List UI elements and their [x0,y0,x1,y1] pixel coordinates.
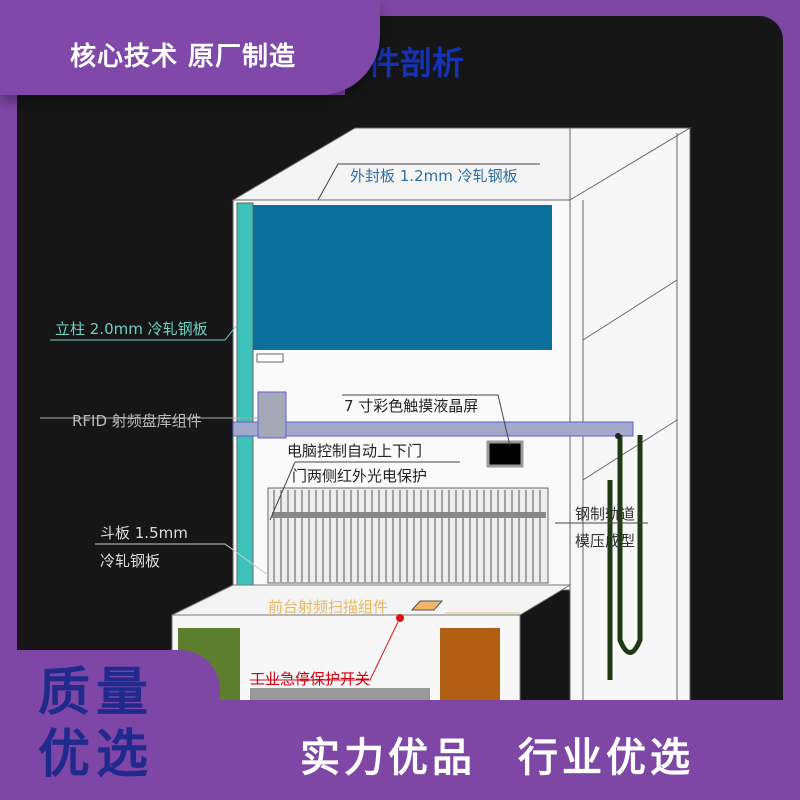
label-door-line2: 门两侧红外光电保护 [292,467,428,485]
label-rail-line2: 模压成型 [575,532,636,550]
label-tray-line1: 斗板 1.5mm [100,524,188,542]
label-scanner: 前台射频扫描组件 [268,598,389,616]
touch-screen [486,440,524,468]
steel-rail [607,435,643,680]
orange-door [440,628,500,713]
bottom-banner-text: 实力优品行业优选 [300,725,736,783]
teal-column [236,202,254,589]
label-tray-line2: 冷轧钢板 [100,552,161,570]
quality-badge [0,650,220,800]
banner-right: 行业优选 [518,735,694,781]
header-tab-text: 核心技术 原厂制造 [70,42,297,72]
label-column: 立柱 2.0mm 冷轧钢板 [55,320,208,338]
rfid-bar [232,421,634,437]
label-outer-panel: 外封板 1.2mm 冷轧钢板 [350,167,518,185]
label-rfid: RFID 射频盘库组件 [72,412,202,430]
rfid-box [257,391,287,439]
blue-panel [253,205,552,350]
header-tab [0,0,380,95]
label-door-line1: 电脑控制自动上下门 [287,442,423,460]
quality-badge-text: 质量优选 [38,663,155,785]
estop-button [396,614,404,622]
door-shutter [267,487,549,584]
bottom-banner [220,700,800,800]
diagram-title: 件剖析 [368,44,465,82]
label-estop: 工业急停保护开关 [250,670,371,688]
scanner-pad [410,600,444,611]
leader-lines [40,163,648,681]
label-screen: 7 寸彩色触摸液晶屏 [344,397,479,415]
banner-left: 实力优品 [300,735,476,781]
label-rail-line1: 钢制轨道 [575,505,636,523]
